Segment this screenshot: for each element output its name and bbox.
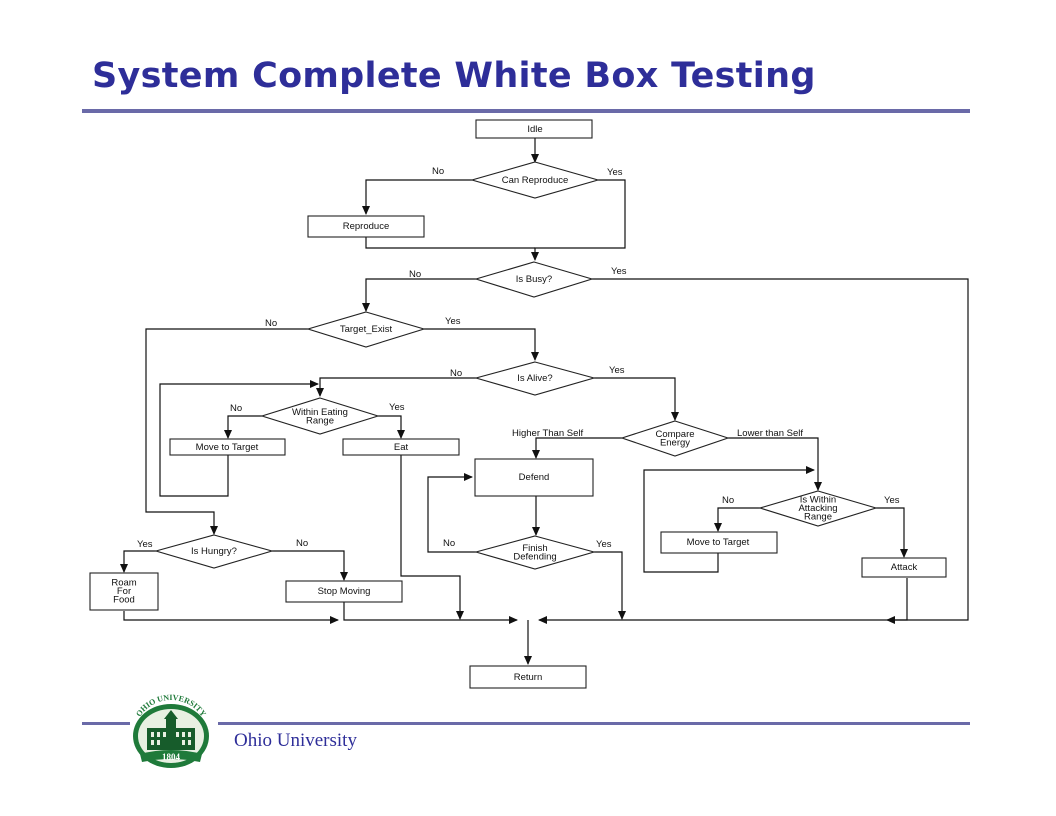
edge-attacking-range-yes xyxy=(876,507,908,558)
edge-eating-range-no xyxy=(224,415,262,439)
node-compare-energy-label: Energy xyxy=(660,437,690,448)
node-within-eating-range-label: Within Eating xyxy=(292,407,348,418)
label-compare-higher: Higher Than Self xyxy=(512,428,583,439)
edge-roam-to-return xyxy=(123,611,339,624)
edge-is-busy-no xyxy=(362,278,476,312)
node-idle-label: Idle xyxy=(527,124,542,135)
label-can-reproduce-no: No xyxy=(432,166,444,177)
node-attack-label: Attack xyxy=(891,562,918,573)
node-reproduce-label: Reproduce xyxy=(343,221,389,232)
node-move-to-target-eat: Move to Target xyxy=(169,438,286,456)
node-target-exist: Target_Exist xyxy=(306,311,426,348)
label-can-reproduce-yes: Yes xyxy=(607,167,623,178)
node-return-label: Return xyxy=(514,672,543,683)
node-eat-label: Eat xyxy=(394,442,409,453)
node-is-hungry-label: Is Hungry? xyxy=(191,546,237,557)
label-finish-defending-yes: Yes xyxy=(596,539,612,550)
label-target-exist-yes: Yes xyxy=(445,316,461,327)
node-can-reproduce: Can Reproduce xyxy=(469,161,601,199)
edge-is-alive-no xyxy=(316,377,476,397)
label-attacking-range-no: No xyxy=(722,495,734,506)
label-eating-range-no: No xyxy=(230,403,242,414)
edge-is-busy-yes xyxy=(538,278,969,624)
node-is-within-attacking-range-label: Is Within xyxy=(800,495,836,506)
node-eat: Eat xyxy=(342,438,460,456)
node-idle: Idle xyxy=(475,119,593,139)
edge-compare-lower xyxy=(728,437,822,491)
label-finish-defending-no: No xyxy=(443,538,455,549)
edge-can-reproduce-no xyxy=(362,179,472,215)
label-compare-lower: Lower than Self xyxy=(737,428,803,439)
node-is-hungry: Is Hungry? xyxy=(153,534,275,569)
edge-attacking-range-no xyxy=(714,507,760,532)
edge-is-hungry-no xyxy=(272,550,348,581)
node-move-to-target-attack-label: Move to Target xyxy=(687,537,750,548)
label-eating-range-yes: Yes xyxy=(389,402,405,413)
edge-attack-to-return xyxy=(886,578,908,624)
edge-eating-range-yes xyxy=(378,415,405,439)
node-is-within-attacking-range-label: Attacking xyxy=(798,503,837,514)
node-target-exist-label: Target_Exist xyxy=(340,324,393,335)
node-compare-energy-label: Compare xyxy=(655,429,694,440)
node-attack: Attack xyxy=(861,557,947,578)
edge-finish-defending-no xyxy=(427,473,476,553)
label-target-exist-no: No xyxy=(265,318,277,329)
footer-divider-right xyxy=(218,722,970,725)
node-stop-moving-label: Stop Moving xyxy=(318,586,371,597)
node-is-within-attacking-range-label: Range xyxy=(804,512,832,523)
title-divider xyxy=(82,109,970,113)
svg-text:1804: 1804 xyxy=(162,752,181,762)
node-roam-for-food-label: For xyxy=(117,586,131,597)
label-attacking-range-yes: Yes xyxy=(884,495,900,506)
node-return: Return xyxy=(469,665,587,689)
footer-divider-left xyxy=(82,722,130,725)
edge-target-exist-yes xyxy=(424,328,539,361)
label-is-hungry-yes: Yes xyxy=(137,539,153,550)
edge-target-exist-no xyxy=(145,328,308,535)
edge-is-alive-yes xyxy=(594,377,679,421)
node-move-to-target-eat-label: Move to Target xyxy=(196,442,259,453)
ohio-university-seal-logo: 1804 OHIO UNIVERSITY xyxy=(133,693,209,768)
edge-compare-higher xyxy=(532,437,622,459)
node-defend-label: Defend xyxy=(519,472,550,483)
edge-finish-defending-yes xyxy=(594,551,626,620)
node-reproduce: Reproduce xyxy=(307,215,425,238)
node-stop-moving: Stop Moving xyxy=(285,580,403,603)
edge-stop-moving-to-return xyxy=(343,602,518,624)
edge-eat-to-return xyxy=(400,455,464,620)
node-within-eating-range-label: Range xyxy=(306,415,334,426)
edge-can-reproduce-yes xyxy=(531,179,626,261)
label-is-hungry-no: No xyxy=(296,538,308,549)
node-is-alive: Is Alive? xyxy=(473,361,597,396)
node-is-busy: Is Busy? xyxy=(474,261,594,298)
node-defend: Defend xyxy=(474,458,594,497)
footer-university-name: Ohio University xyxy=(234,730,357,751)
label-is-alive-no: No xyxy=(450,368,462,379)
edge-move-attack-loop xyxy=(643,466,815,573)
edge-reproduce-to-join xyxy=(365,237,535,249)
node-can-reproduce-label: Can Reproduce xyxy=(502,175,569,186)
label-is-alive-yes: Yes xyxy=(609,365,625,376)
slide-title: System Complete White Box Testing xyxy=(92,56,816,96)
node-is-alive-label: Is Alive? xyxy=(517,373,552,384)
node-roam-for-food-label: Roam xyxy=(111,578,136,589)
edge-is-hungry-yes xyxy=(120,550,156,573)
label-is-busy-no: No xyxy=(409,269,421,280)
node-finish-defending-label: Finish xyxy=(522,543,547,554)
node-finish-defending-label: Defending xyxy=(513,551,556,562)
node-move-to-target-attack: Move to Target xyxy=(660,531,778,554)
node-is-busy-label: Is Busy? xyxy=(516,274,552,285)
node-roam-for-food-label: Food xyxy=(113,595,135,606)
edge-labels: No Yes No Yes No Yes No Yes No Yes Highe… xyxy=(137,166,900,550)
label-is-busy-yes: Yes xyxy=(611,266,627,277)
flowchart-edges xyxy=(120,138,969,665)
edge-move-to-target-loop xyxy=(159,380,319,497)
